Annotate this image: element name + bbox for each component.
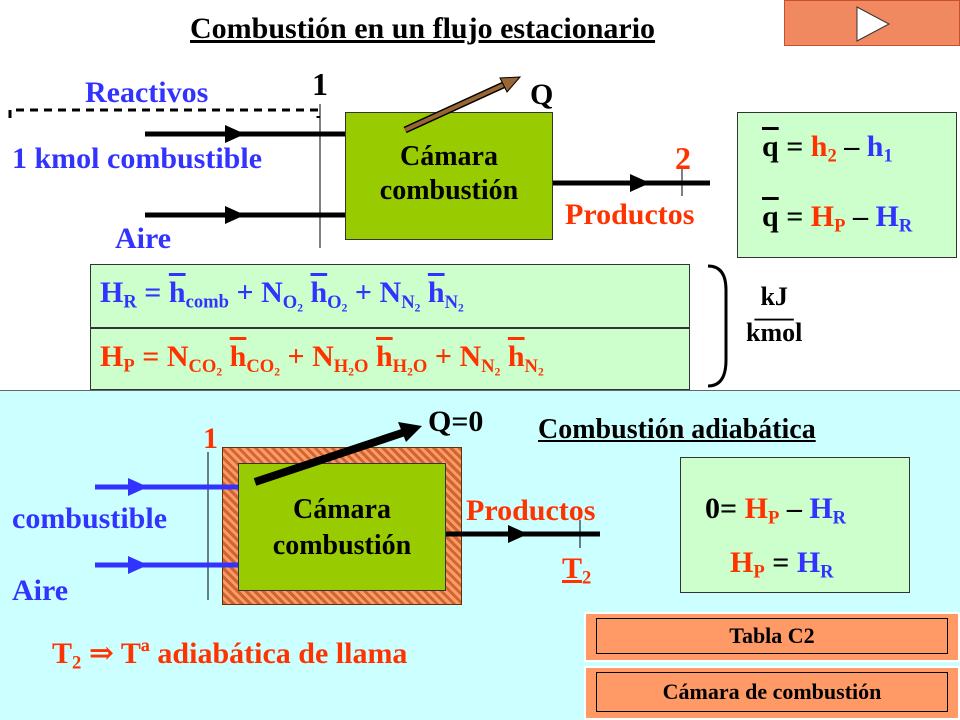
heat-q-label: Q <box>530 78 554 111</box>
products-enthalpy-box <box>90 328 690 390</box>
chamber-label: Cámara combustión <box>345 140 553 208</box>
products-arrow-head <box>630 174 650 192</box>
equation-reactants-enthalpy: HR = hcomb + NO2 hO2 + NN2 hN2 <box>100 276 464 315</box>
heat-equation-box <box>737 112 957 258</box>
equation-q-enthalpy: q = h2 – h1 <box>762 130 893 167</box>
adiabatic-chamber-label: Cámara combustión <box>238 492 446 564</box>
reactivos-bracket <box>8 108 320 118</box>
air-arrow-head <box>225 206 245 224</box>
fuel-arrow-head <box>225 125 245 143</box>
chamber-label-line2: combustión <box>379 175 519 206</box>
adiabatic-air-head <box>128 556 148 574</box>
adiabatic-chamber-line1: Cámara <box>293 494 391 525</box>
tabla-c2-button[interactable]: Tabla C2 <box>584 612 960 662</box>
adiabatic-chamber-line2: combustión <box>272 530 412 561</box>
reactants-enthalpy-box <box>90 264 690 328</box>
camara-combustion-button[interactable]: Cámara de combustión <box>584 666 960 720</box>
fuel-label: 1 kmol combustible <box>12 142 263 175</box>
q-zero-label: Q=0 <box>428 405 484 438</box>
equation-adiabatic-balance: 0= HP – HR <box>705 492 847 529</box>
units-label: kJ ___ kmol <box>746 284 802 346</box>
adiabatic-air-label: Aire <box>12 574 69 607</box>
flame-temperature-statement: T2 ⇒ Tª adiabática de llama <box>52 637 408 674</box>
units-denominator: kmol <box>746 318 803 347</box>
state-2-label: 2 <box>675 140 691 176</box>
heat-arrow <box>403 76 522 134</box>
chamber-label-line1: Cámara <box>400 141 498 172</box>
adiabatic-productos-label: Productos <box>466 494 596 527</box>
adiabatic-heading: Combustión adiabática <box>538 414 816 445</box>
equation-adiabatic-equal: HP = HR <box>730 546 834 583</box>
units-bracket <box>707 264 728 388</box>
page-title: Combustión en un flujo estacionario <box>190 12 656 45</box>
equation-products-enthalpy: HP = NCO2 hCO2 + NH2O hH2O + NN2 hN2 <box>100 340 544 379</box>
adiabatic-fuel-label: combustible <box>12 502 168 535</box>
state-1-label: 1 <box>312 66 328 102</box>
next-slide-button[interactable] <box>784 0 960 46</box>
adiabatic-fuel-head <box>128 478 148 496</box>
adiabatic-q-arrow-line <box>253 428 407 486</box>
bottom-flow-diagram <box>95 422 600 600</box>
equation-q-total: q = HP – HR <box>762 200 913 237</box>
aire-label: Aire <box>115 222 172 255</box>
productos-label: Productos <box>565 198 695 231</box>
camara-combustion-button-label: Cámara de combustión <box>596 672 948 712</box>
units-numerator: kJ <box>760 282 788 311</box>
combustion-chamber <box>345 112 553 240</box>
adiabatic-chamber <box>238 463 446 591</box>
adiabatic-state-1-label: 1 <box>203 422 218 455</box>
top-flow-diagram <box>8 104 728 388</box>
reactivos-label: Reactivos <box>85 76 209 109</box>
play-arrow-icon <box>856 6 891 42</box>
tabla-c2-button-label: Tabla C2 <box>596 618 948 654</box>
adiabatic-products-head <box>508 525 528 543</box>
units-fraction-line: ___ <box>754 294 794 323</box>
adiabatic-equation-box <box>680 457 910 593</box>
adiabatic-q-arrow-head <box>398 422 422 442</box>
t2-label: T2 <box>562 552 592 589</box>
